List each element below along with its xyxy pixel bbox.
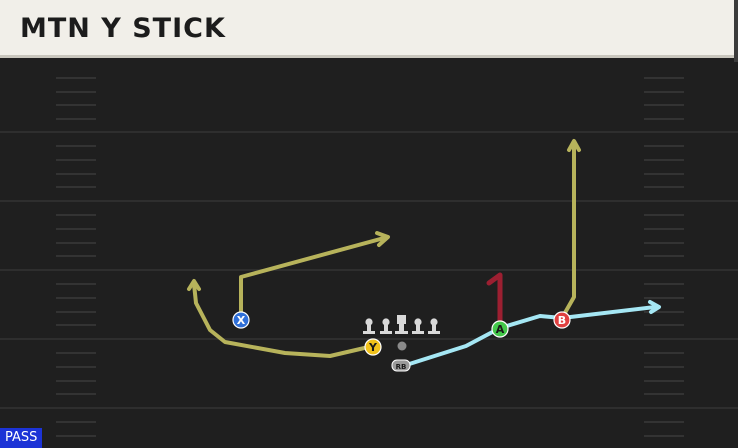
center-icon [395, 315, 408, 334]
play-title: MTN Y STICK [20, 13, 226, 44]
hash-marks-left [56, 77, 96, 437]
player-x-label: X [237, 314, 246, 327]
lineman-icon [428, 318, 440, 334]
rb-route [401, 305, 657, 368]
a-route [486, 272, 503, 331]
player-b[interactable]: B [553, 311, 571, 329]
x-route [239, 236, 386, 321]
player-rb[interactable]: RB [391, 359, 411, 372]
x-route-arrow [375, 231, 390, 247]
player-y-label: Y [368, 341, 378, 354]
player-b-label: B [558, 314, 566, 327]
title-edge [734, 0, 738, 62]
player-y[interactable]: Y [364, 338, 382, 356]
y-route-arrow [187, 279, 201, 291]
player-rb-label: RB [396, 363, 407, 371]
lineman-icon [412, 318, 424, 334]
field-background [0, 62, 738, 448]
play-type-badge: PASS [0, 428, 43, 448]
b-route-arrow [567, 139, 581, 152]
hash-marks-right [644, 77, 684, 437]
player-a-label: A [496, 323, 505, 336]
qb-marker [397, 341, 407, 351]
lineman-icon [380, 318, 392, 334]
play-field: X Y A B RB [0, 62, 738, 448]
lineman-icon [363, 318, 375, 334]
title-bar: MTN Y STICK [0, 0, 734, 58]
b-route [560, 141, 576, 320]
player-x[interactable]: X [232, 311, 250, 329]
player-a[interactable]: A [491, 320, 509, 338]
rb-route-arrow [648, 300, 661, 314]
yard-lines [0, 131, 738, 409]
y-route [192, 282, 375, 358]
offensive-line [363, 315, 440, 334]
